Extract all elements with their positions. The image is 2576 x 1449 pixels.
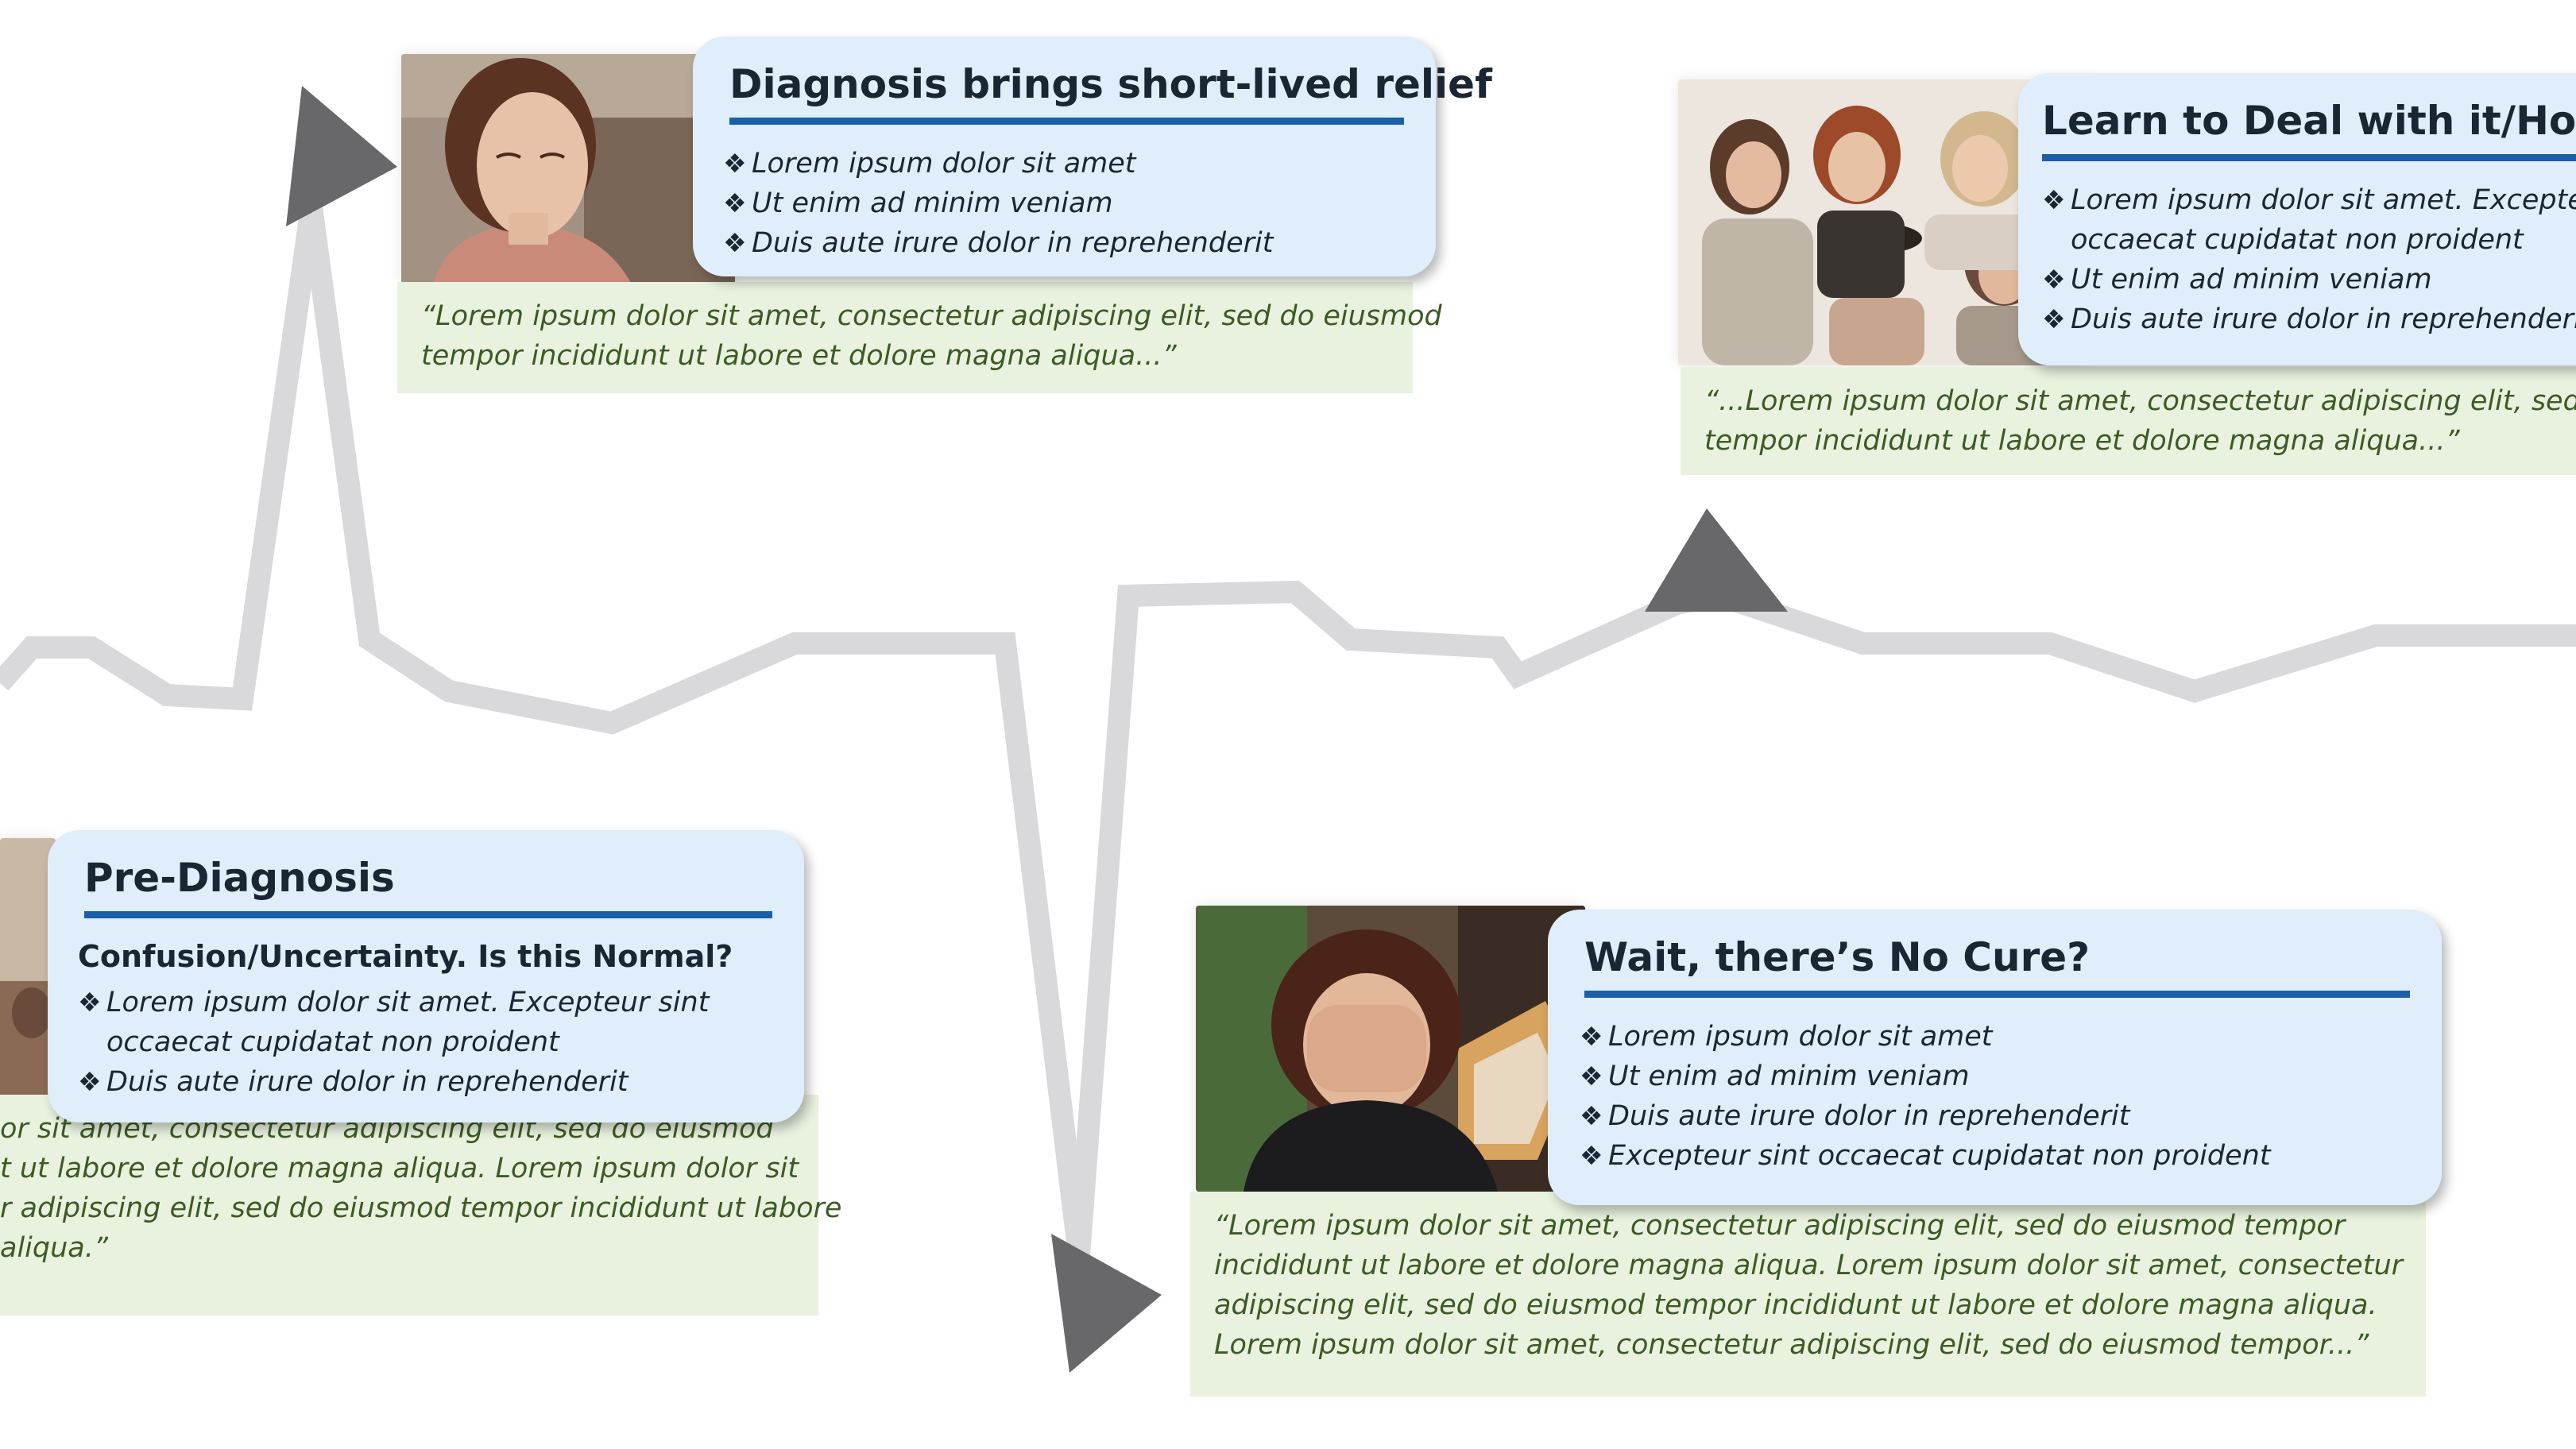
title-rule: [2042, 154, 2576, 161]
bullet-text: occaecat cupidatat non proident: [106, 1026, 559, 1059]
arrow-up-icon: [286, 86, 397, 226]
arrow-right-icon: [1645, 508, 1788, 612]
no-cure-bullets: Lorem ipsum dolor sit amet Ut enim ad mi…: [1580, 1017, 2410, 1176]
pre-diagnosis-subtitle: Confusion/Uncertainty. Is this Normal?: [78, 939, 733, 974]
quote-line: “...Lorem ipsum dolor sit amet, consecte…: [1704, 385, 2576, 417]
diagnosis-bullets: Lorem ipsum dolor sit amet Ut enim ad mi…: [723, 144, 1404, 263]
quote-line: “Lorem ipsum dolor sit amet, consectetur…: [1214, 1210, 2346, 1242]
arrow-down-icon: [1051, 1234, 1162, 1373]
title-rule: [729, 118, 1404, 125]
pre-diagnosis-photo: [0, 838, 56, 1108]
bullet-item: Duis aute irure dolor in reprehenderit: [78, 1062, 772, 1102]
bullet-item: Duis aute irure dolor in reprehenderit: [1580, 1096, 2410, 1136]
pre-diagnosis-title: Pre-Diagnosis: [84, 855, 395, 901]
bullet-item: Ut enim ad minim veniam: [723, 184, 1404, 223]
bullet-text: occaecat cupidatat non proident: [2071, 224, 2524, 256]
quote-line: t ut labore et dolore magna aliqua. Lore…: [0, 1153, 799, 1184]
title-rule: [1584, 991, 2410, 998]
no-cure-title: Wait, there’s No Cure?: [1584, 934, 2091, 980]
bullet-item: Excepteur sint occaecat cupidatat non pr…: [1580, 1136, 2410, 1176]
quote-line: tempor incididunt ut labore et dolore ma…: [1704, 425, 2460, 457]
bullet-item: Lorem ipsum dolor sit amet: [1580, 1017, 2410, 1057]
title-rule: [84, 911, 772, 918]
bullet-item: Lorem ipsum dolor sit amet: [723, 144, 1404, 184]
quote-line: adipiscing elit, sed do eiusmod tempor i…: [1214, 1289, 2377, 1321]
hope-bullets: Lorem ipsum dolor sit amet. Excepteu occ…: [2042, 180, 2576, 339]
hope-quote: “...Lorem ipsum dolor sit amet, consecte…: [1681, 367, 2576, 475]
no-cure-card: Wait, there’s No Cure? Lorem ipsum dolor…: [1548, 910, 2442, 1205]
bullet-item-continuation: occaecat cupidatat non proident: [78, 1022, 772, 1062]
quote-line: “Lorem ipsum dolor sit amet, consectetur…: [421, 300, 1442, 332]
diagnosis-quote: “Lorem ipsum dolor sit amet, consectetur…: [397, 282, 1442, 393]
bullet-item: Ut enim ad minim veniam: [1580, 1057, 2410, 1096]
quote-line: incididunt ut labore et dolore magna ali…: [1214, 1250, 2404, 1281]
pre-diagnosis-quote: or sit amet, consectetur adipiscing elit…: [0, 1095, 842, 1316]
diagnosis-photo: [401, 54, 735, 284]
bullet-item: Ut enim ad minim veniam: [2042, 260, 2576, 299]
bullet-item: Lorem ipsum dolor sit amet. Excepteur si…: [78, 983, 772, 1022]
bullet-item-continuation: occaecat cupidatat non proident: [2042, 220, 2576, 260]
hope-title: Learn to Deal with it/Hope f: [2042, 98, 2576, 144]
hope-card: Learn to Deal with it/Hope f Lorem ipsum…: [2018, 73, 2576, 365]
quote-line: Lorem ipsum dolor sit amet, consectetur …: [1214, 1329, 2369, 1361]
bullet-item: Duis aute irure dolor in reprehenderit: [2042, 299, 2576, 339]
diagnosis-card: Diagnosis brings short-lived relief Lore…: [693, 37, 1492, 276]
quote-line: tempor incididunt ut labore et dolore ma…: [421, 340, 1177, 372]
no-cure-quote: “Lorem ipsum dolor sit amet, consectetur…: [1190, 1192, 2426, 1397]
bullet-item: Lorem ipsum dolor sit amet. Excepteu: [2042, 180, 2576, 220]
quote-line: r adipiscing elit, sed do eiusmod tempor…: [0, 1192, 842, 1224]
bullet-item: Duis aute irure dolor in reprehenderit: [723, 223, 1404, 263]
diagnosis-title: Diagnosis brings short-lived relief: [729, 61, 1492, 107]
journey-path: [0, 205, 2576, 1257]
quote-line: aliqua.”: [0, 1232, 109, 1264]
pre-diagnosis-card: Pre-Diagnosis Confusion/Uncertainty. Is …: [48, 830, 804, 1122]
pre-diagnosis-bullets: Lorem ipsum dolor sit amet. Excepteur si…: [78, 983, 772, 1102]
no-cure-photo: [1196, 906, 1585, 1192]
